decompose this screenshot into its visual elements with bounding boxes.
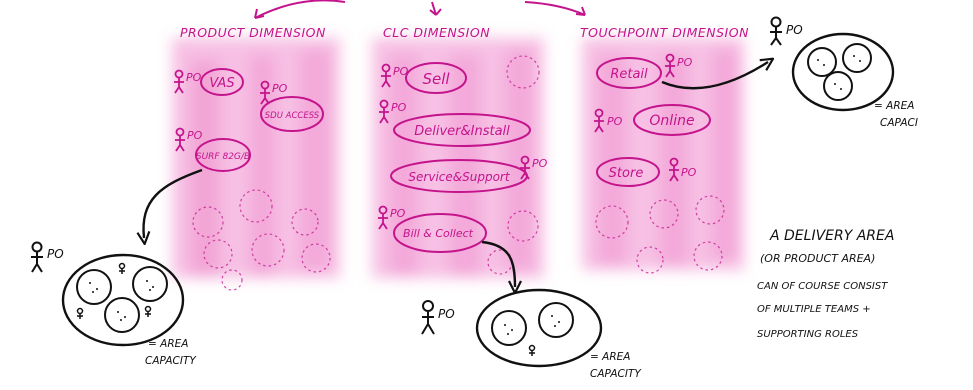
svg-text:CAN OF COURSE CONSIST: CAN OF COURSE CONSIST [757,281,888,292]
svg-text:(OR PRODUCT AREA): (OR PRODUCT AREA) [760,252,875,265]
arrow-icon [661,62,768,90]
heading-touchpoint: TOUCHPOINT DIMENSION [580,25,749,40]
column-wash-touchpoint [582,38,744,270]
touchpoint-item-retail: Retail PO [596,53,693,89]
svg-text:PO: PO [677,56,693,69]
person-icon [665,53,675,78]
heading-clc: CLC DIMENSION [383,25,490,40]
placeholder-circles [192,55,725,291]
person-icon [520,155,530,180]
svg-text:SDU ACCESS: SDU ACCESS [265,111,320,121]
svg-text:Service&Support: Service&Support [408,170,510,184]
svg-text:Bill & Collect: Bill & Collect [403,227,474,240]
column-wash-product [172,38,340,278]
svg-text:PO: PO [272,82,288,95]
person-icon [770,16,782,46]
svg-text:PO: PO [607,115,623,128]
svg-text:SURF 82G/B: SURF 82G/B [196,152,250,162]
arrow-icon [143,168,203,238]
product-item-surf: SURF 82G/B PO [175,127,251,172]
svg-text:PO: PO [187,129,203,142]
person-icon [175,127,185,152]
svg-text:SUPPORTING ROLES: SUPPORTING ROLES [757,329,859,340]
touchpoint-item-online: Online PO [594,104,711,136]
clc-item-service-support: Service&Support PO [390,155,548,193]
svg-text:VAS: VAS [209,76,234,91]
person-icon [174,69,184,94]
heading-product: PRODUCT DIMENSION [180,25,326,40]
svg-text:CAPACITY: CAPACITY [145,355,197,367]
clc-item-sell: Sell PO [381,62,467,94]
svg-text:= AREA: = AREA [874,100,914,112]
svg-text:PO: PO [390,207,406,220]
svg-text:PO: PO [786,23,803,37]
svg-text:CAPACITY: CAPACITY [590,368,642,380]
svg-text:PO: PO [47,247,64,261]
product-item-sdu-access: SDU ACCESS PO [260,80,324,132]
svg-text:Retail: Retail [610,67,648,82]
svg-text:Deliver&Install: Deliver&Install [414,124,510,139]
product-item-vas: VAS PO [174,68,244,96]
svg-text:A DELIVERY AREA: A DELIVERY AREA [769,228,894,244]
person-icon [669,157,679,182]
area-capacity-left: PO = AREA CAPACITY [31,241,197,367]
person-icon [379,99,389,124]
svg-text:Online: Online [649,113,694,129]
arrow-icon [481,240,515,287]
person-icon [378,205,388,230]
svg-text:OF MULTIPLE TEAMS +: OF MULTIPLE TEAMS + [757,304,871,315]
svg-text:PO: PO [186,71,202,84]
area-capacity-center: PO = AREA CAPACITY [421,288,642,380]
svg-text:= AREA: = AREA [590,351,630,363]
delivery-area-note: A DELIVERY AREA (OR PRODUCT AREA) CAN OF… [757,228,894,340]
top-arrows [254,0,586,19]
person-icon [381,63,391,88]
svg-text:Sell: Sell [422,70,450,88]
person-icon [31,241,43,273]
person-icon [421,300,435,335]
person-icon [260,80,270,105]
clc-item-bill-collect: Bill & Collect PO [378,205,487,253]
svg-text:CAPACI: CAPACI [880,117,918,129]
clc-item-deliver-install: Deliver&Install PO [379,99,531,147]
svg-text:PO: PO [681,166,697,179]
svg-text:PO: PO [393,65,409,78]
area-capacity-right: PO = AREA CAPACI [770,16,918,129]
svg-text:PO: PO [438,307,455,321]
person-icon [594,108,604,133]
svg-text:PO: PO [532,157,548,170]
svg-text:= AREA: = AREA [148,338,188,350]
svg-text:PO: PO [391,101,407,114]
touchpoint-item-store: Store PO [596,157,697,187]
svg-text:Store: Store [609,166,644,181]
